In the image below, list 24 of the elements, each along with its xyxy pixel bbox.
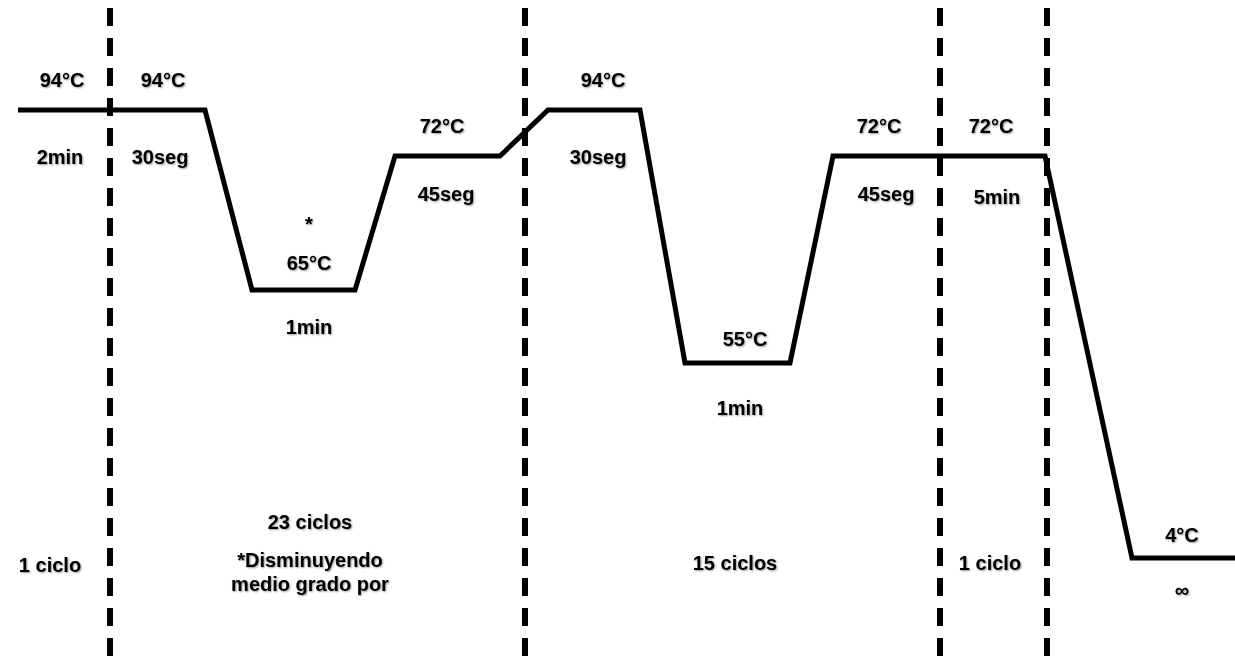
temperature-label: 94°C bbox=[140, 68, 186, 92]
duration-label: 30seg bbox=[569, 145, 627, 169]
asterisk-mark: * bbox=[305, 212, 313, 236]
temperature-label: 55°C bbox=[722, 327, 768, 351]
temperature-label: 94°C bbox=[580, 68, 626, 92]
duration-label: 45seg bbox=[417, 182, 475, 206]
note-text: *Disminuyendo medio grado por bbox=[230, 548, 390, 596]
cycle-count-label: 23 ciclos bbox=[267, 510, 353, 534]
temperature-label: 65°C bbox=[286, 251, 332, 275]
duration-label: 45seg bbox=[857, 182, 915, 206]
cycle-count-label: 1 ciclo bbox=[958, 551, 1022, 575]
cycle-count-label: 1 ciclo bbox=[18, 553, 82, 577]
duration-label: 2min bbox=[36, 145, 84, 169]
temperature-label: 94°C bbox=[39, 68, 85, 92]
duration-label: 30seg bbox=[131, 145, 189, 169]
infinity-sign: ∞ bbox=[1174, 578, 1190, 602]
duration-label: 1min bbox=[285, 315, 333, 339]
duration-label: 5min bbox=[973, 185, 1021, 209]
cycle-count-label: 15 ciclos bbox=[692, 551, 778, 575]
temperature-label: 4°C bbox=[1165, 523, 1199, 547]
temperature-label: 72°C bbox=[968, 114, 1014, 138]
temperature-label: 72°C bbox=[419, 114, 465, 138]
duration-label: 1min bbox=[716, 396, 764, 420]
temperature-label: 72°C bbox=[856, 114, 902, 138]
